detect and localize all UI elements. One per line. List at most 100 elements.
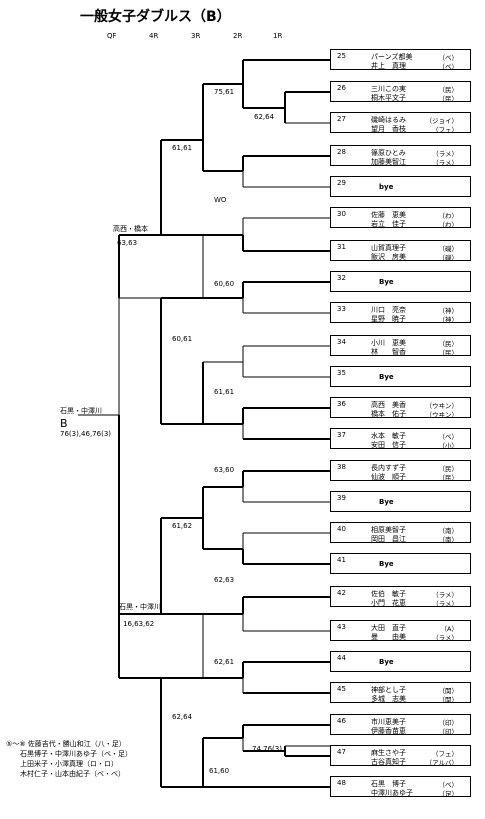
club-label: （民） xyxy=(438,465,459,473)
page-title: 一般女子ダブルス（B） xyxy=(80,9,231,25)
score-label: 62,64 xyxy=(172,713,193,721)
player-name: 大田 直子 xyxy=(371,624,406,632)
player-name: 川口 亮奈 xyxy=(371,306,406,314)
round-label-3r: 3R xyxy=(191,32,201,40)
player-name: 多城 志美 xyxy=(371,695,406,703)
entry-number: 31 xyxy=(337,243,346,251)
player-name: 相原美智子 xyxy=(371,526,406,534)
player-name: 伊藤香苗恵 xyxy=(371,727,406,735)
score-label: 63,60 xyxy=(214,466,235,474)
block-winner: 石黒・中澤川 B 76(3),46,76(3) xyxy=(60,406,111,438)
score-label: WO xyxy=(214,196,227,204)
score-label: 74,76(3) xyxy=(252,745,282,753)
club-label: （民） xyxy=(438,349,459,357)
score-label: 16,63,62 xyxy=(123,620,155,628)
note-line: 石黒博子・中澤川あゆ子（ベ・足） xyxy=(20,750,132,758)
entry-number: 32 xyxy=(337,274,346,282)
score-label: 61,61 xyxy=(172,144,193,152)
player-name: 林 智香 xyxy=(371,348,406,356)
club-label: （磯） xyxy=(438,254,459,262)
entry-number: 40 xyxy=(337,525,346,533)
club-label: （ラメ） xyxy=(432,634,458,642)
bye-label: Bye xyxy=(379,498,394,506)
club-label: （フェ） xyxy=(432,750,458,758)
player-name: 望月 香枝 xyxy=(371,125,406,133)
club-label: （ベ） xyxy=(438,433,459,441)
bye-label: bye xyxy=(379,183,394,191)
entry-number: 39 xyxy=(337,494,346,502)
score-label: 62,64 xyxy=(254,113,275,121)
club-label: （ベ） xyxy=(438,781,459,789)
player-name: 飯沢 房美 xyxy=(371,253,406,261)
club-label: （印） xyxy=(438,719,459,727)
player-name: 長内すず子 xyxy=(371,464,406,472)
round-label-1r: 1R xyxy=(273,32,283,40)
score-label: 75,61 xyxy=(214,88,235,96)
club-label: （民） xyxy=(438,86,459,94)
entry-number: 35 xyxy=(337,369,346,377)
club-label: （ラメ） xyxy=(432,150,458,158)
club-label: （ベ） xyxy=(438,54,459,62)
club-label: （関） xyxy=(438,696,459,704)
score-label: 62,61 xyxy=(214,658,235,666)
score-label: 61,60 xyxy=(209,767,230,775)
score-label: 60,61 xyxy=(172,335,193,343)
player-name: 水本 敏子 xyxy=(371,432,406,440)
entry-number: 44 xyxy=(337,654,346,662)
entry-number: 38 xyxy=(337,463,346,471)
club-label: （ウヰン） xyxy=(425,411,459,419)
seed-note: ⑤～⑧ 佐藤吉代・勝山和江（八・足） 石黒博子・中澤川あゆ子（ベ・足） 上田米子… xyxy=(6,739,132,779)
entry-number: 34 xyxy=(337,338,346,346)
club-label: （わ） xyxy=(438,221,459,229)
player-name: 石黒 博子 xyxy=(371,780,406,788)
club-label: （南） xyxy=(438,527,459,535)
entry-box: 29 bye xyxy=(330,176,471,197)
player-name: 麻生さや子 xyxy=(371,749,406,757)
bye-label: Bye xyxy=(379,560,394,568)
entry-number: 27 xyxy=(337,115,346,123)
entry-number: 26 xyxy=(337,84,346,92)
club-label: （ウヰン） xyxy=(425,402,459,410)
block-label: B xyxy=(60,417,68,430)
bye-label: Bye xyxy=(379,658,394,666)
club-label: （民） xyxy=(438,340,459,348)
player-name: 佐伯 敏子 xyxy=(371,590,406,598)
player-name: 佐藤 恵美 xyxy=(371,211,406,219)
club-label: （足） xyxy=(438,790,459,798)
entry-number: 28 xyxy=(337,148,346,156)
note-line: 木村仁子・山本由紀子（ベ・ベ） xyxy=(20,770,125,778)
player-name: 桐木平文子 xyxy=(371,94,406,102)
club-label: （わ） xyxy=(438,212,459,220)
score-label: 63,63 xyxy=(117,239,138,247)
club-label: （民） xyxy=(438,474,459,482)
player-name: 岩立 佳子 xyxy=(371,220,406,228)
player-name: 古谷真知子 xyxy=(371,758,406,766)
club-label: （A） xyxy=(440,625,458,633)
round-label-2r: 2R xyxy=(233,32,243,40)
entry-number: 47 xyxy=(337,748,346,756)
player-name: 橋本 佑子 xyxy=(371,410,406,418)
player-name: 高西 美香 xyxy=(371,401,406,409)
note-line: ⑤～⑧ 佐藤吉代・勝山和江（八・足） xyxy=(6,740,126,748)
entry-number: 37 xyxy=(337,431,346,439)
club-label: （磯） xyxy=(438,245,459,253)
club-label: （ベ） xyxy=(438,63,459,71)
player-name: 岡田 昌江 xyxy=(371,535,406,543)
score-label: 高西・橋本 xyxy=(113,225,148,233)
club-label: （民） xyxy=(438,95,459,103)
entry-number: 29 xyxy=(337,179,346,187)
score-label: 石黒・中澤川 xyxy=(119,603,161,611)
